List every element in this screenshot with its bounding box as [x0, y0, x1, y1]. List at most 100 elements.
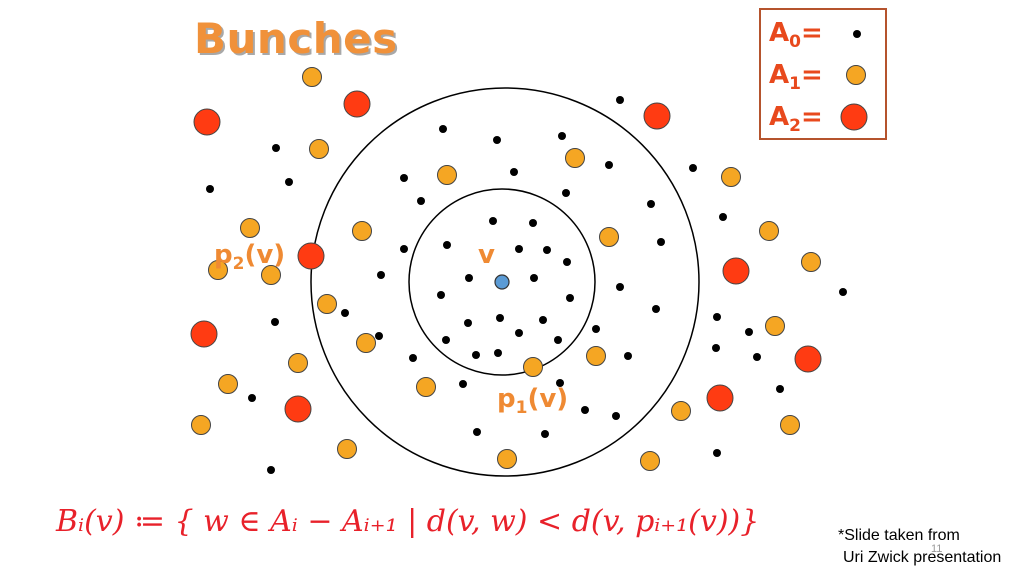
a2-point [190, 320, 218, 348]
a0-point [839, 288, 847, 296]
a0-point [713, 449, 721, 457]
a0-point [437, 291, 445, 299]
a0-point [624, 352, 632, 360]
inner-ball-circle [408, 188, 596, 376]
a0-point [409, 354, 417, 362]
a2-point [722, 257, 750, 285]
legend-a1-sub: 1 [789, 74, 801, 95]
legend-a0-eq: = [800, 18, 823, 48]
a0-point [562, 189, 570, 197]
a1-point [356, 333, 376, 353]
a2-point [297, 242, 325, 270]
v-point [494, 274, 510, 290]
a0-point [563, 258, 571, 266]
a1-point [721, 167, 741, 187]
a0-point [556, 379, 564, 387]
a0-point [581, 406, 589, 414]
a0-point [267, 466, 275, 474]
a1-point [240, 218, 260, 238]
a0-point [652, 305, 660, 313]
a1-point [801, 252, 821, 272]
label-p2: p2(v) [214, 240, 286, 275]
page-number: 11 [931, 543, 943, 555]
a0-point [515, 329, 523, 337]
a0-point [442, 336, 450, 344]
a1-point [586, 346, 606, 366]
a0-point [400, 245, 408, 253]
a0-point [248, 394, 256, 402]
a0-point [566, 294, 574, 302]
a0-point [745, 328, 753, 336]
a0-point [510, 168, 518, 176]
a0-point [496, 314, 504, 322]
a1-point [261, 265, 281, 285]
a0-point [539, 316, 547, 324]
a0-point [285, 178, 293, 186]
a1-point [191, 415, 211, 435]
a2-point [343, 90, 371, 118]
a1-point [218, 374, 238, 394]
legend-a2-base: A [769, 102, 790, 132]
a1-point [302, 67, 322, 87]
a0-point [400, 174, 408, 182]
a0-point [472, 351, 480, 359]
a0-point [417, 197, 425, 205]
a0-point [439, 125, 447, 133]
a2-point [794, 345, 822, 373]
a1-point [497, 449, 517, 469]
a2-point [193, 108, 221, 136]
credit-line-2: Uri Zwick presentation [843, 549, 1002, 566]
a2-point [643, 102, 671, 130]
a1-point [317, 294, 337, 314]
a2-point [706, 384, 734, 412]
a1-point [437, 165, 457, 185]
a0-point [473, 428, 481, 436]
a0-point [271, 318, 279, 326]
a0-point [489, 217, 497, 225]
legend: A0= A1= A2= [759, 8, 887, 140]
a0-point [530, 274, 538, 282]
a1-point [765, 316, 785, 336]
a0-point [515, 245, 523, 253]
a0-point [616, 283, 624, 291]
a0-point [647, 200, 655, 208]
a1-point [288, 353, 308, 373]
label-p1: p1(v) [497, 384, 569, 419]
a0-point [689, 164, 697, 172]
slide-title: Bunches [194, 14, 398, 63]
legend-a1-marker [846, 65, 866, 85]
a0-point [554, 336, 562, 344]
a0-point [612, 412, 620, 420]
a0-point [493, 136, 501, 144]
a0-point [558, 132, 566, 140]
a0-point [657, 238, 665, 246]
a1-point [309, 139, 329, 159]
a2-point [284, 395, 312, 423]
legend-a1-eq: = [800, 60, 823, 90]
a1-point [523, 357, 543, 377]
legend-a2-eq: = [800, 102, 823, 132]
a1-point [759, 221, 779, 241]
a1-point [565, 148, 585, 168]
a1-point [208, 260, 228, 280]
a0-point [459, 380, 467, 388]
a0-point [464, 319, 472, 327]
a0-point [341, 309, 349, 317]
a0-point [776, 385, 784, 393]
legend-a2-sub: 2 [789, 116, 801, 137]
a0-point [375, 332, 383, 340]
label-v: v [478, 240, 495, 270]
a0-point [494, 349, 502, 357]
a1-point [599, 227, 619, 247]
legend-a1-base: A [769, 60, 790, 90]
a0-point [377, 271, 385, 279]
outer-ball-circle [310, 87, 700, 477]
a0-point [713, 313, 721, 321]
a0-point [443, 241, 451, 249]
a1-point [416, 377, 436, 397]
a0-point [605, 161, 613, 169]
credit-line-1: *Slide taken from [838, 527, 960, 544]
legend-a0-base: A [769, 18, 790, 48]
a1-point [352, 221, 372, 241]
